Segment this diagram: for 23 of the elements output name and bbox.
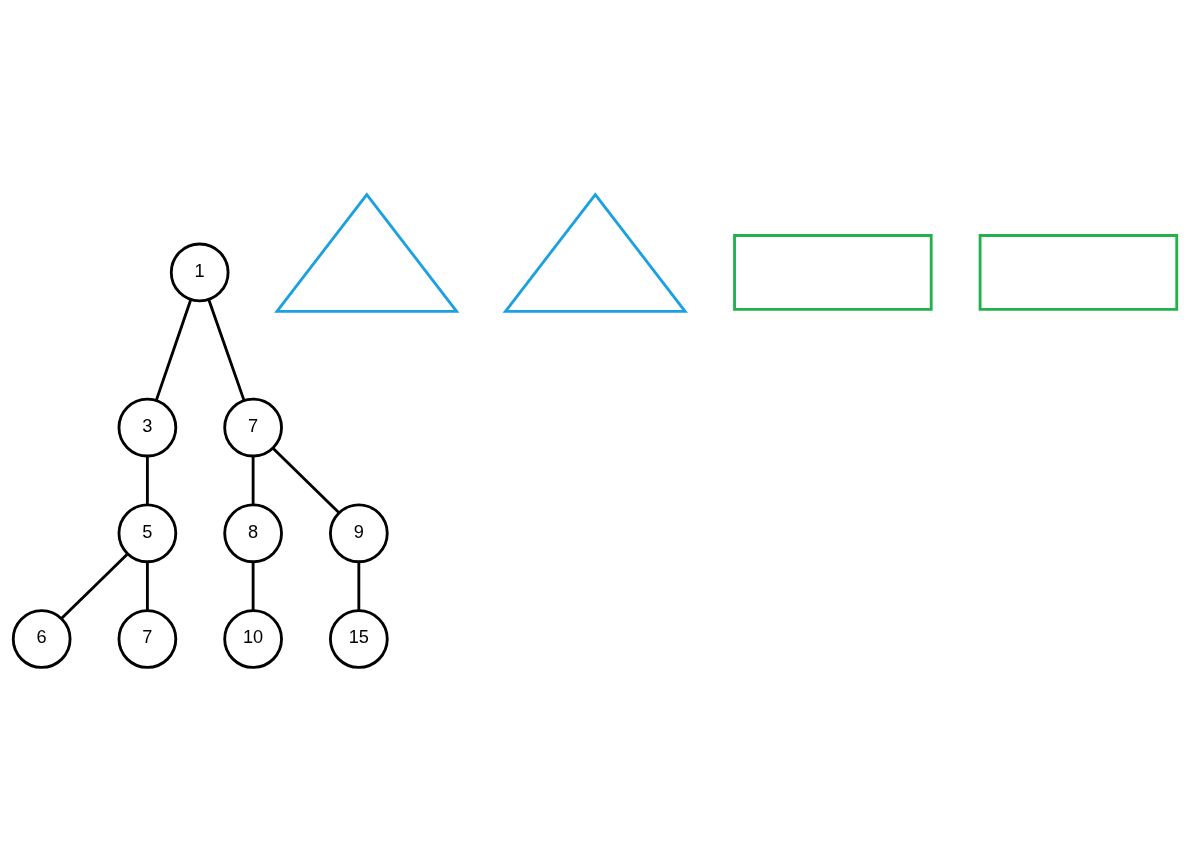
node-circle: 10 bbox=[223, 609, 283, 669]
node-circle: 8 bbox=[223, 503, 283, 564]
node-circle: 3 bbox=[117, 397, 178, 458]
node-circle: 9 bbox=[329, 503, 389, 564]
node-box bbox=[733, 234, 933, 311]
node-box bbox=[978, 234, 1179, 311]
connector bbox=[251, 456, 255, 505]
connector bbox=[357, 562, 361, 611]
node-circle: 7 bbox=[223, 397, 283, 458]
connector bbox=[145, 562, 149, 611]
connector bbox=[145, 456, 149, 505]
node-circle: 5 bbox=[117, 503, 178, 564]
connector bbox=[154, 299, 193, 401]
node-triangle bbox=[274, 192, 460, 313]
connector bbox=[272, 447, 341, 514]
connector bbox=[60, 552, 129, 620]
node-circle: 6 bbox=[11, 609, 72, 669]
node-circle: 1 bbox=[169, 242, 230, 303]
connector bbox=[251, 562, 255, 611]
node-circle: 7 bbox=[117, 609, 178, 669]
node-circle: 15 bbox=[329, 609, 389, 669]
connector bbox=[207, 299, 246, 401]
node-triangle bbox=[502, 192, 688, 313]
